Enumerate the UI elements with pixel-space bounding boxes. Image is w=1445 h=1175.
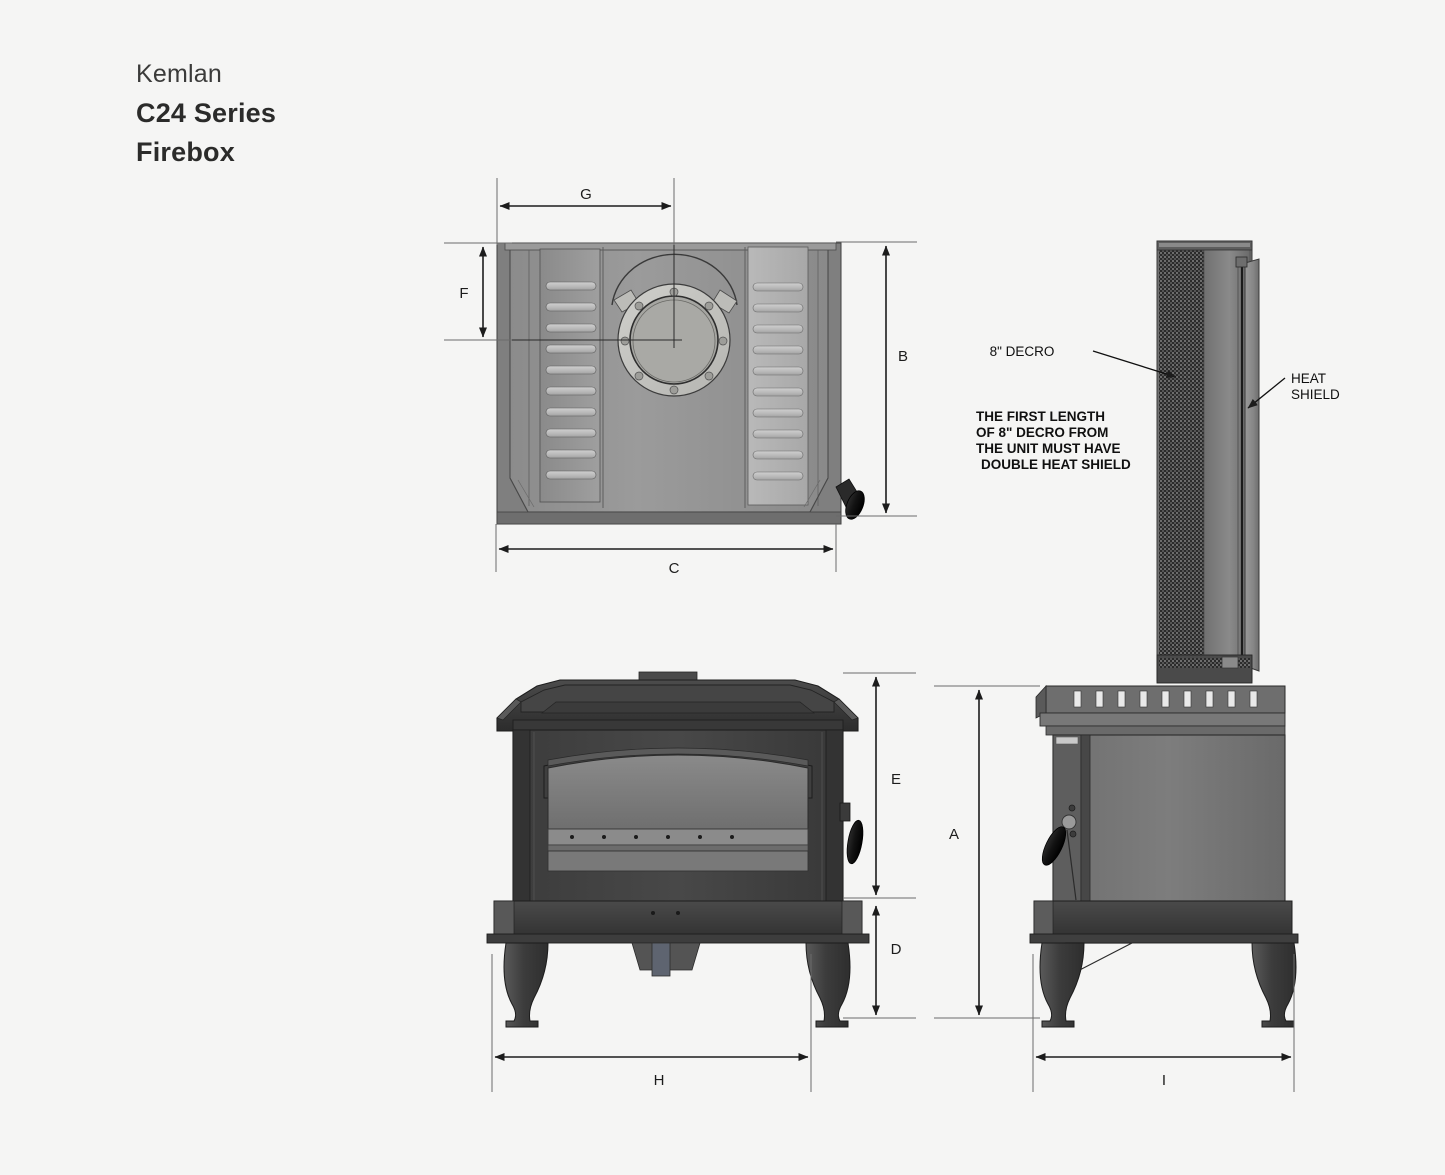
dimension-label-H: H — [654, 1072, 665, 1089]
dimension-F: F — [444, 242, 512, 341]
note-line-1: THE FIRST LENGTH — [976, 409, 1105, 424]
dimension-G: G — [496, 178, 675, 245]
dimension-C: C — [495, 524, 837, 577]
dimension-label-E: E — [891, 771, 901, 788]
dimension-D: D — [843, 905, 916, 1019]
pedestal-bolts — [651, 911, 680, 915]
side-controls — [1061, 804, 1077, 838]
door-bar-rivets — [570, 835, 734, 839]
dimension-I: I — [1032, 954, 1295, 1092]
stove-front-elevation: E D H — [486, 671, 916, 1092]
side-door-handle — [1041, 826, 1077, 901]
dimension-B: B — [836, 241, 917, 517]
note-line-3: THE UNIT MUST HAVE — [976, 441, 1121, 456]
flue-heat-shield-detail: 8" DECRO HEAT SHIELD THE FIRST LENGTH OF… — [976, 240, 1340, 682]
note-line-2: OF 8" DECRO FROM — [976, 425, 1108, 440]
top-view-handle — [835, 478, 865, 520]
left-louver-slots — [545, 281, 597, 480]
callout-heat-shield: HEAT SHIELD — [1247, 371, 1340, 409]
dimension-label-C: C — [669, 560, 680, 577]
front-door-handle — [839, 802, 864, 865]
dimension-H: H — [491, 954, 812, 1092]
dimension-label-I: I — [1162, 1072, 1166, 1089]
dimension-label-F: F — [459, 285, 468, 302]
product-type: Firebox — [136, 137, 235, 167]
top-vent-slots — [1073, 690, 1258, 708]
title-block: Kemlan C24 Series Firebox — [136, 62, 276, 166]
heat-shield-callout-line2: SHIELD — [1291, 387, 1340, 402]
model-name: C24 Series — [136, 98, 277, 128]
dimension-A: A — [934, 685, 1040, 1019]
stove-side-elevation: A I — [934, 654, 1299, 1092]
decro-callout-label: 8" DECRO — [990, 344, 1055, 359]
right-louver-slots — [752, 282, 804, 481]
dimension-E: E — [843, 672, 916, 899]
brand-name: Kemlan — [136, 60, 222, 88]
note-line-4: DOUBLE HEAT SHIELD — [981, 457, 1131, 472]
dimension-label-A: A — [949, 826, 959, 843]
heat-shield-callout-line1: HEAT — [1291, 371, 1326, 386]
installation-note: THE FIRST LENGTH OF 8" DECRO FROM THE UN… — [976, 409, 1131, 472]
callout-decro: 8" DECRO — [990, 344, 1177, 378]
dimension-label-D: D — [891, 941, 902, 958]
firebox-top-view: G F B C — [444, 178, 917, 577]
dimension-label-B: B — [898, 348, 908, 365]
dimension-label-G: G — [580, 186, 592, 203]
